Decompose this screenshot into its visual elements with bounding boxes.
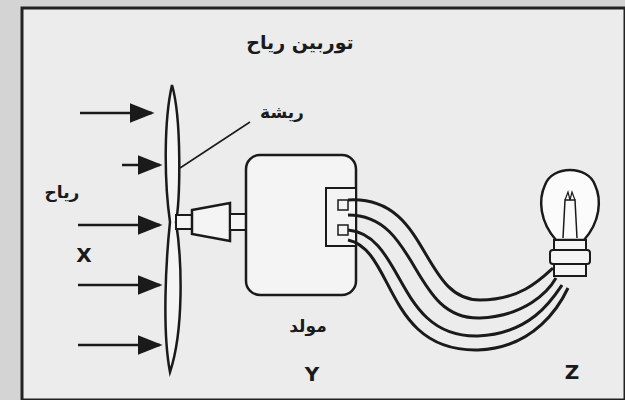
leader-line	[180, 122, 250, 168]
callout-letter: Y	[305, 362, 319, 386]
part-label: رياح	[45, 182, 80, 202]
cable	[348, 200, 568, 350]
callout-letter: Z	[565, 360, 580, 384]
light-bulb	[541, 170, 599, 276]
wind-arrows	[78, 113, 160, 345]
callout-letter: X	[76, 243, 91, 267]
part-label: ريشة	[260, 102, 304, 122]
diagram-title: توربين رياح	[246, 31, 354, 53]
part-label: مولد	[289, 316, 326, 336]
generator-body	[246, 155, 356, 295]
nose-cone	[192, 203, 230, 241]
